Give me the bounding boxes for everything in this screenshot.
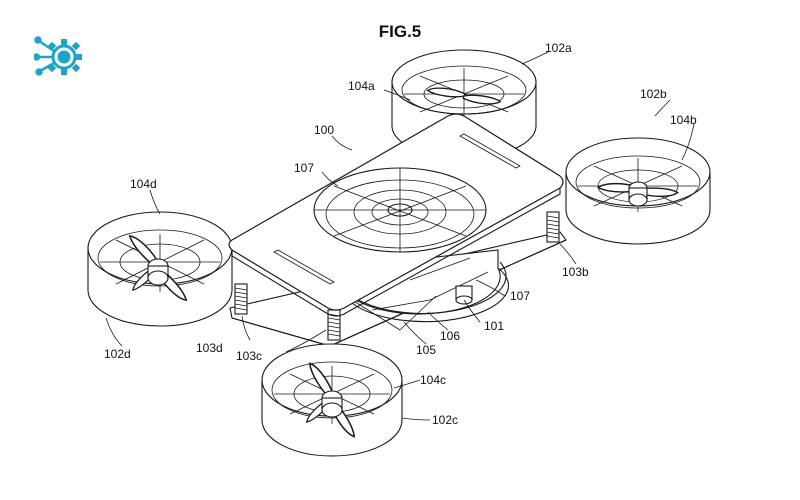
label-106: 106	[440, 329, 460, 343]
rotor-102b	[565, 137, 711, 245]
label-100: 100	[314, 123, 334, 137]
label-105: 105	[416, 343, 436, 357]
label-102c: 102c	[432, 413, 458, 427]
label-104a: 104a	[348, 79, 375, 93]
spring-103b	[546, 211, 560, 243]
figure-title: FIG.5	[378, 22, 422, 41]
label-103c: 103c	[236, 349, 262, 363]
label-102b: 102b	[640, 87, 667, 101]
label-104d: 104d	[130, 177, 157, 191]
top-plate-100	[228, 113, 564, 317]
gear-circuit-logo-icon	[34, 36, 82, 76]
label-101: 101	[484, 319, 504, 333]
leader-lines	[105, 51, 695, 421]
spring-103d	[234, 283, 248, 315]
label-104b: 104b	[670, 113, 697, 127]
label-102d: 102d	[104, 347, 131, 361]
label-104c: 104c	[420, 373, 446, 387]
label-107-lower: 107	[510, 289, 530, 303]
reference-labels: 102a 104a 100 102b 104b 104d 107 103b 10…	[104, 41, 697, 427]
label-103d: 103d	[196, 341, 223, 355]
rotor-102d	[87, 211, 233, 327]
label-103b: 103b	[562, 265, 589, 279]
label-107-upper: 107	[294, 161, 314, 175]
label-102a: 102a	[545, 41, 572, 55]
rotor-102c	[261, 343, 403, 457]
